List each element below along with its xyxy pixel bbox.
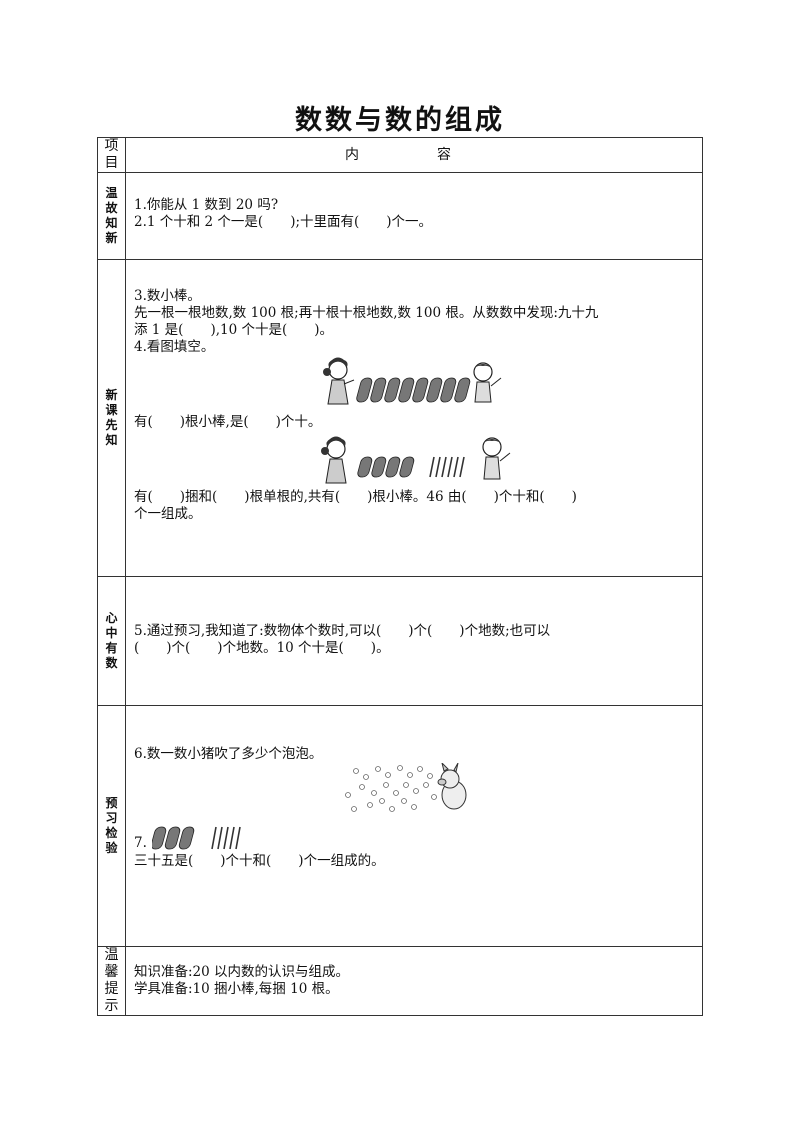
- row-label-check: 预习检验: [97, 705, 126, 947]
- question-5-cont: ( )个( )个地数。10 个十是( )。: [134, 640, 390, 656]
- row-content-preview: 3.数小棒。 先一根一根地数,数 100 根;再十根十根地数,数 100 根。从…: [125, 259, 703, 577]
- row-content-tips: 知识准备:20 以内数的认识与组成。 学具准备:10 捆小棒,每捆 10 根。: [125, 946, 703, 1016]
- bubbles-icon: [345, 765, 437, 812]
- question-4-fill-b: 有( )捆和( )根单根的,共有( )根小棒。46 由( )个十和( ): [134, 489, 577, 505]
- question-4-fill-a: 有( )根小棒,是( )个十。: [134, 414, 322, 430]
- single-sticks-icon: [211, 826, 241, 850]
- table-header: 项目 内 容: [97, 137, 703, 173]
- question-6: 6.数一数小猪吹了多少个泡泡。: [134, 746, 323, 762]
- girl-icon: [321, 436, 347, 484]
- question-4-fill-c: 个一组成。: [134, 506, 202, 522]
- row-label-tips: 温馨 提示: [97, 946, 126, 1016]
- row-heart: 心中有数 5.通过预习,我知道了:数物体个数时,可以( )个( )个地数;也可以…: [97, 576, 703, 706]
- question-7: 7.: [134, 835, 147, 851]
- picture-bundles-and-sticks: [321, 436, 511, 484]
- tip-tools: 学具准备:10 捆小棒,每捆 10 根。: [134, 981, 339, 997]
- boy-icon: [473, 362, 502, 403]
- row-label-review: 温故知新: [97, 172, 126, 260]
- question-4: 4.看图填空。: [134, 339, 215, 355]
- question-5: 5.通过预习,我知道了:数物体个数时,可以( )个( )个地数;也可以: [134, 623, 551, 639]
- question-1: 1.你能从 1 数到 20 吗?: [134, 197, 279, 213]
- header-item: 项目: [97, 137, 126, 173]
- tip-knowledge: 知识准备:20 以内数的认识与组成。: [134, 964, 350, 980]
- question-7-row: 7.: [134, 821, 694, 853]
- row-check: 预习检验 6.数一数小猪吹了多少个泡泡。: [97, 705, 703, 947]
- question-3: 3.数小棒。: [134, 288, 201, 304]
- question-2: 2.1 个十和 2 个一是( );十里面有( )个一。: [134, 214, 433, 230]
- picture-pig-bubbles: [345, 763, 467, 812]
- row-preview: 新课先知 3.数小棒。 先一根一根地数,数 100 根;再十根十根地数,数 10…: [97, 259, 703, 577]
- row-content-heart: 5.通过预习,我知道了:数物体个数时,可以( )个( )个地数;也可以 ( )个…: [125, 576, 703, 706]
- question-7-fill: 三十五是( )个十和( )个一组成的。: [134, 853, 385, 869]
- single-sticks-icon: [429, 456, 465, 478]
- header-content: 内 容: [125, 137, 703, 173]
- row-review: 温故知新 1.你能从 1 数到 20 吗? 2.1 个十和 2 个一是( );十…: [97, 172, 703, 260]
- picture-q7-sticks: [152, 826, 241, 850]
- row-content-check: 6.数一数小猪吹了多少个泡泡。: [125, 705, 703, 947]
- picture-bundles-ten: [323, 357, 502, 405]
- row-label-heart: 心中有数: [97, 576, 126, 706]
- boy-icon: [482, 437, 511, 480]
- row-content-review: 1.你能从 1 数到 20 吗? 2.1 个十和 2 个一是( );十里面有( …: [125, 172, 703, 260]
- page-title: 数数与数的组成: [295, 105, 505, 136]
- row-label-preview: 新课先知: [97, 259, 126, 577]
- pig-icon: [437, 763, 467, 810]
- lesson-table: 项目 内 容 温故知新 1.你能从 1 数到 20 吗? 2.1 个十和 2 个…: [97, 137, 703, 1016]
- stick-bundles-icon: [357, 456, 415, 478]
- stick-bundles-icon: [356, 377, 471, 403]
- row-tips: 温馨 提示 知识准备:20 以内数的认识与组成。 学具准备:10 捆小棒,每捆 …: [97, 946, 703, 1016]
- question-3-text-b: 添 1 是( ),10 个十是( )。: [134, 322, 333, 338]
- stick-bundles-icon: [152, 826, 195, 850]
- girl-icon: [323, 357, 355, 405]
- question-3-text-a: 先一根一根地数,数 100 根;再十根十根地数,数 100 根。从数数中发现:九…: [134, 305, 599, 321]
